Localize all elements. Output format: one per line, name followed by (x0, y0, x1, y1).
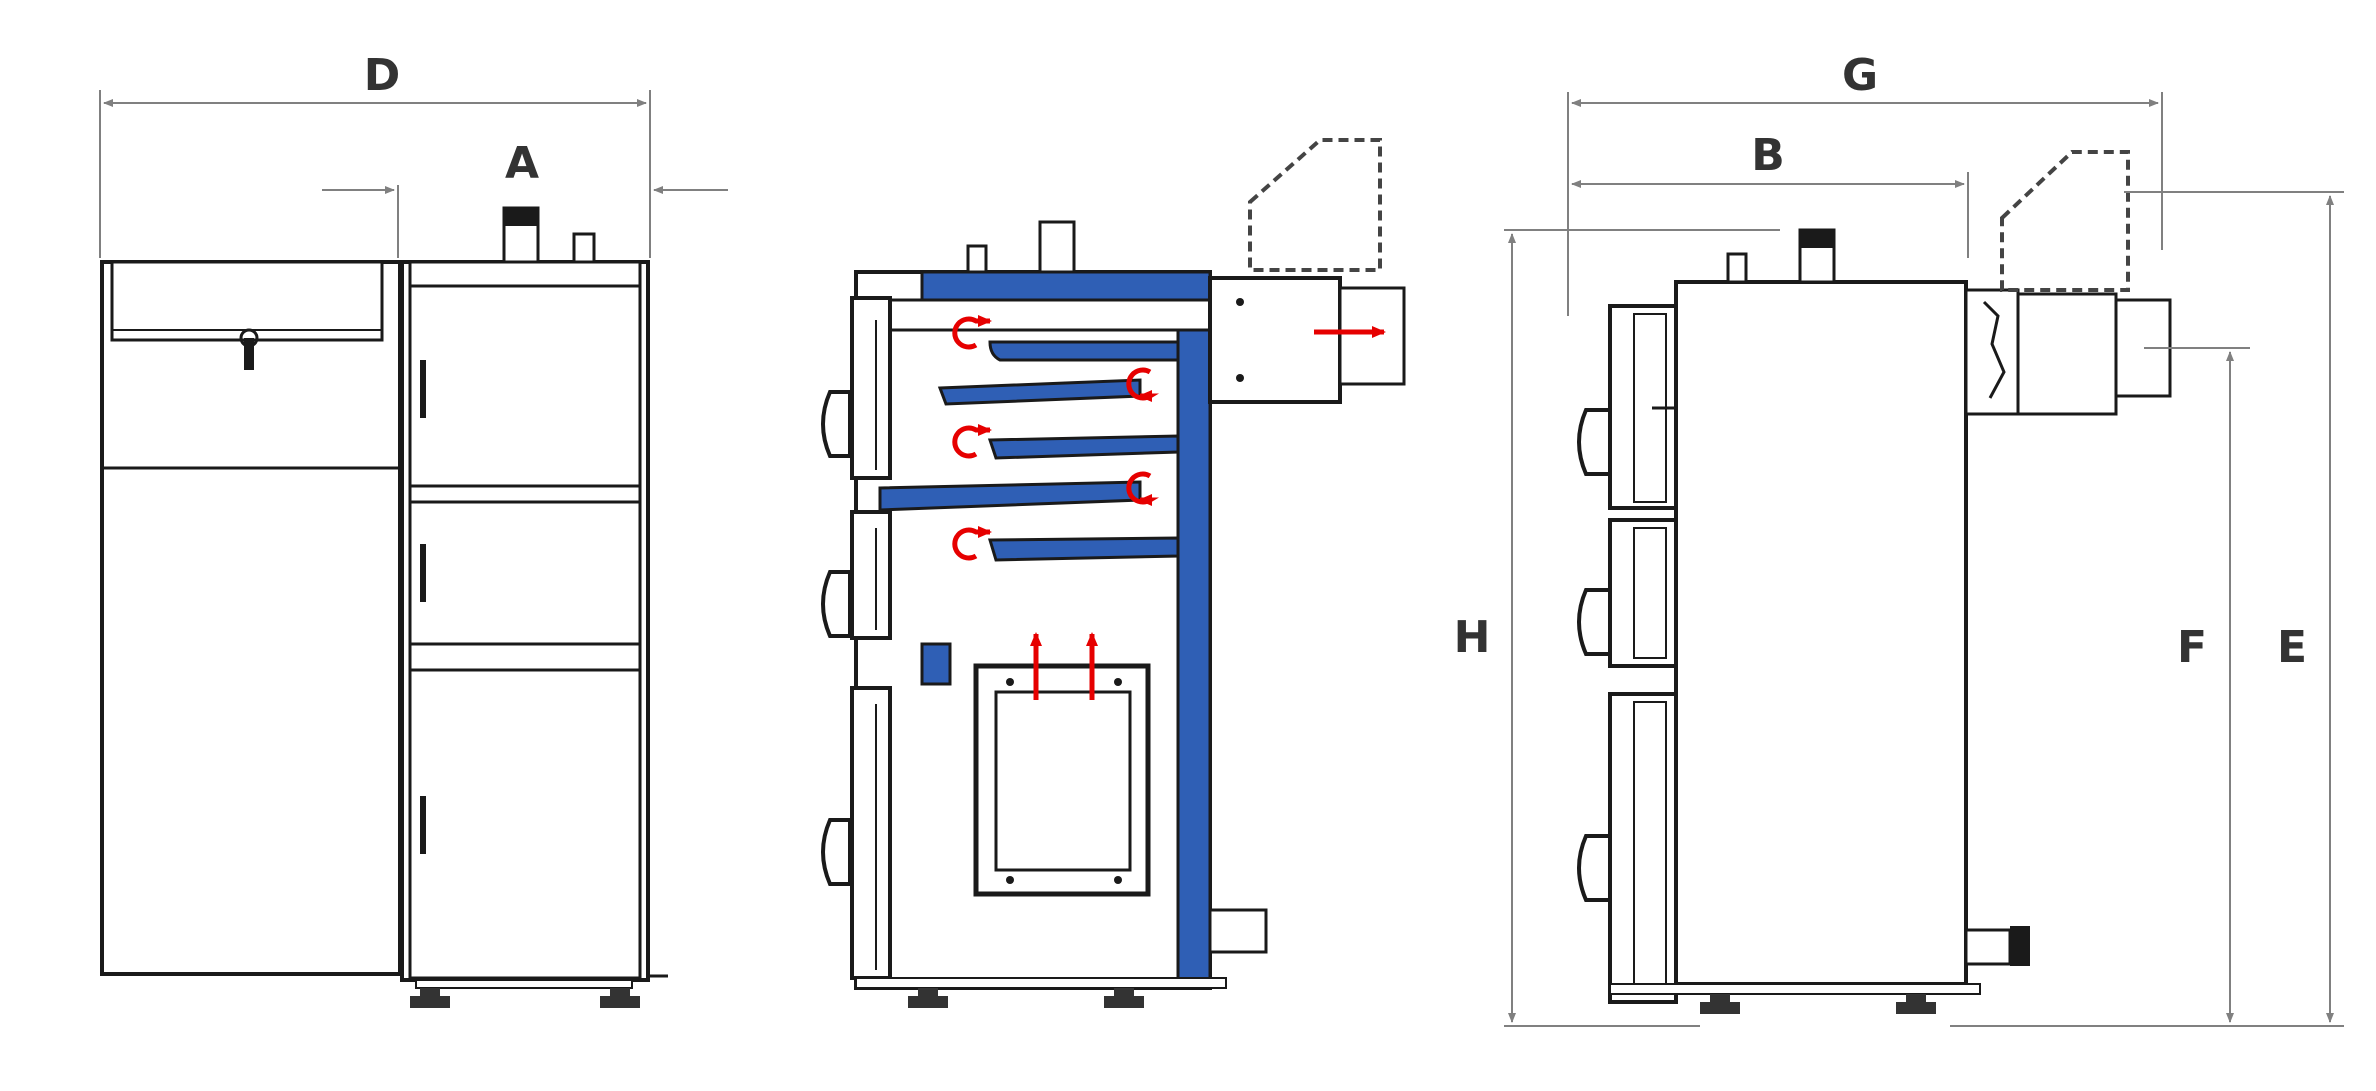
curved-arrow-icon (952, 315, 992, 350)
label-e: E (2277, 622, 2307, 673)
dimension-g: G (1567, 50, 2163, 316)
dimension-d: D (99, 50, 651, 258)
label-h: H (1454, 612, 1491, 663)
flue-outlet (1208, 138, 1406, 404)
label-d: D (364, 50, 401, 101)
curved-arrow-icon (1126, 367, 1160, 402)
dimension-h: H (1454, 229, 1780, 1027)
curved-arrow-icon (1126, 471, 1160, 506)
side-view: G B H F E (1454, 50, 2344, 1027)
section-doors (821, 296, 892, 980)
dimension-a: A (322, 138, 728, 258)
side-doors (1577, 304, 1678, 1004)
label-a: A (505, 138, 539, 189)
dimension-f: F (2144, 347, 2250, 1023)
fuel-hopper (100, 260, 402, 976)
label-f: F (2177, 622, 2207, 673)
side-flue-outlet (1964, 150, 2172, 416)
combustion-window (973, 663, 1151, 897)
label-b: B (1751, 130, 1785, 181)
boiler-front-body (400, 206, 668, 1008)
label-g: G (1842, 50, 1878, 101)
curved-arrow-icon (952, 424, 992, 459)
water-jacket (868, 270, 1212, 982)
front-view: D A (99, 50, 728, 1008)
dimension-e: E (1950, 191, 2344, 1027)
dimension-b: B (1571, 130, 1969, 258)
flow-arrows (952, 315, 1386, 700)
curved-arrow-icon (952, 526, 992, 561)
section-view (821, 138, 1406, 1008)
